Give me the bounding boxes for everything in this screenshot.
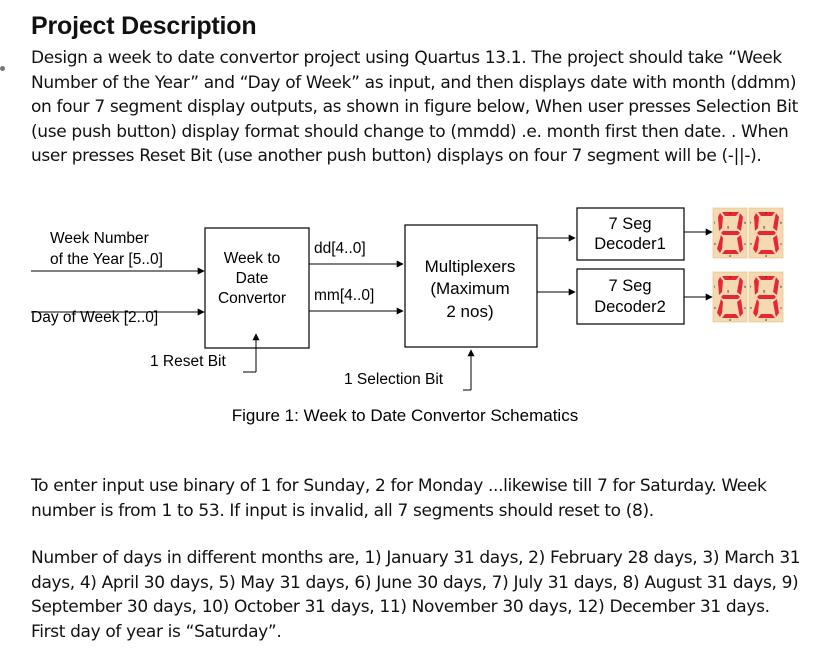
selection-arrow [463, 349, 475, 391]
input-rules-paragraph: To enter input use binary of 1 for Sunda… [31, 476, 767, 521]
mm-bus-label: mm[4..0] [314, 287, 374, 304]
mux-label-3: 2 nos) [446, 302, 493, 321]
decoder2-label-2: Decoder2 [594, 298, 666, 316]
seven-segment-display-1b [748, 207, 784, 259]
decoder1-label-2: Decoder1 [594, 235, 666, 253]
month-days-paragraph: Number of days in different months are, … [31, 548, 801, 642]
converter-label-1: Week to [224, 250, 281, 267]
decoder2-block [576, 268, 685, 325]
seven-segment-display-2a [712, 271, 748, 323]
mux-label-1: Multiplexers [425, 257, 516, 276]
seven-segment-display-1a [712, 207, 748, 259]
week-input-label-1: Week Number [50, 230, 149, 247]
figure-caption: Figure 1: Week to Date Convertor Schemat… [232, 406, 578, 425]
converter-label-2: Date [236, 270, 269, 287]
decoder2-label-1: 7 Seg [608, 277, 651, 295]
reset-label: 1 Reset Bit [150, 353, 227, 370]
reset-arrow [243, 333, 260, 373]
schematic-figure: a b c d e f g Week Number of the Year [5… [31, 207, 784, 425]
margin-bullet [0, 66, 5, 71]
mux-label-2: (Maximum [430, 279, 509, 298]
converter-block [204, 227, 310, 349]
dd-bus-label: dd[4..0] [314, 240, 366, 257]
converter-label-3: Convertor [218, 290, 286, 307]
intro-paragraph: Design a week to date convertor project … [31, 48, 798, 166]
seven-segment-display-2b [748, 271, 784, 323]
decoder1-block [576, 207, 685, 261]
day-input-label: Day of Week [2..0] [31, 309, 158, 326]
week-input-label-2: of the Year [5..0] [50, 251, 163, 268]
page-title: Project Description [31, 12, 257, 40]
selection-label: 1 Selection Bit [344, 371, 444, 388]
multiplexer-block [404, 224, 538, 348]
decoder1-label-1: 7 Seg [608, 215, 651, 233]
